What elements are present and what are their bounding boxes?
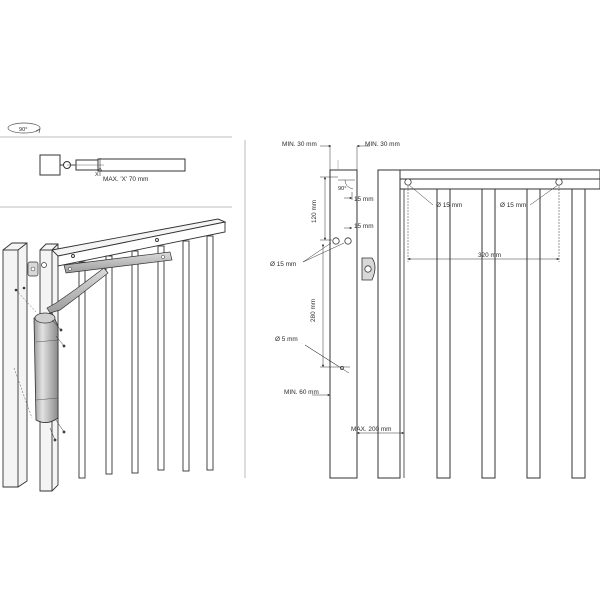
gate-bars-front — [436, 188, 586, 479]
gate-stile-front — [377, 169, 401, 479]
dimensions — [302, 144, 560, 435]
dia-5-label: Ø 5 mm — [275, 336, 298, 343]
perspective-gate — [2, 218, 227, 492]
rail-hole-right — [555, 178, 563, 186]
top-rail-front — [399, 169, 600, 180]
min-30-right-label: MIN. 30 mm — [365, 141, 400, 148]
fixed-post-front — [329, 169, 358, 479]
max-x-label: MAX. 'X' 70 mm — [103, 176, 148, 183]
dim-15a-label: 15 mm — [354, 196, 374, 203]
dim-280-label: 280 mm — [310, 299, 317, 322]
dia-15-left-label: Ø 15 mm — [270, 261, 296, 268]
closer-arm — [46, 267, 109, 314]
post-hole-upper-right — [344, 237, 352, 245]
gate-bars — [78, 235, 214, 479]
rotation-indicator: 90° — [7, 122, 41, 134]
screws — [49, 319, 66, 442]
rotation-arrow-icon — [7, 122, 41, 134]
plan-detail: X MAX. 'X' 70 mm — [39, 154, 186, 183]
dim-120-label: 120 mm — [311, 200, 318, 223]
closer-cylinder — [33, 312, 59, 423]
rotation-label: 90° — [19, 127, 27, 133]
front-elevation — [329, 160, 600, 479]
post-hole-upper-left — [332, 237, 340, 245]
fixed-post — [2, 242, 28, 488]
min-30-left-label: MIN. 30 mm — [282, 141, 317, 148]
max-200-label: MAX. 200 mm — [351, 426, 392, 433]
closer-mounting-plate — [63, 251, 173, 274]
gate-rail-section — [97, 158, 186, 172]
x-mark: X — [95, 172, 99, 178]
dim-15b-label: 15 mm — [354, 223, 374, 230]
dim-320-label: 320 mm — [478, 252, 501, 259]
rail-dia-15-b-label: Ø 15 mm — [500, 202, 526, 209]
rail-dia-15-a-label: Ø 15 mm — [436, 202, 462, 209]
angle-90-label: 90° — [338, 186, 346, 192]
post-section — [39, 154, 61, 176]
gate-closer — [13, 251, 173, 442]
min-60-label: MIN. 60 mm — [284, 389, 319, 396]
rail-hole-left — [404, 178, 412, 186]
